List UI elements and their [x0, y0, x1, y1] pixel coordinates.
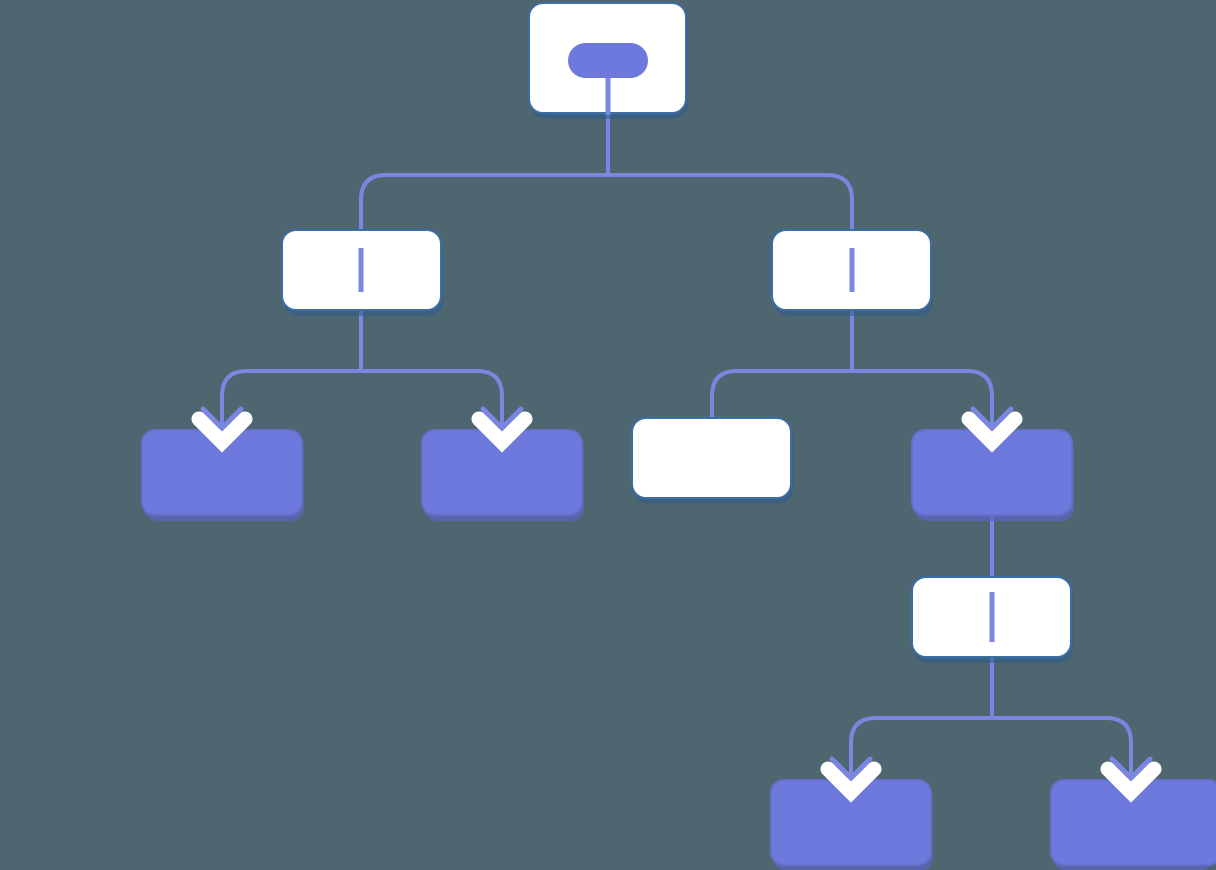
- level2-node-c-body[interactable]: [631, 417, 792, 499]
- edge-level3-to-level4-left: [849, 657, 994, 782]
- node-layer: [141, 2, 1216, 866]
- arrow-marker-level4-right: [1100, 756, 1162, 803]
- arrow-marker-node-d: [961, 406, 1023, 453]
- node-inner-line-layer: [358, 78, 995, 642]
- root-node-pill: [568, 43, 648, 78]
- edge-root-to-level1-left: [359, 113, 610, 232]
- edge-level1-right-to-node-d: [850, 310, 994, 432]
- connector-layer: [220, 113, 1133, 782]
- edge-root-to-level1-right: [606, 113, 854, 232]
- arrow-marker-layer: [191, 406, 1162, 803]
- edge-level1-left-to-node-a: [220, 310, 363, 432]
- arrow-marker-node-b: [471, 406, 533, 453]
- edge-level1-right-to-node-c: [710, 310, 854, 420]
- level2-node-c[interactable]: [631, 417, 792, 499]
- root-node[interactable]: [528, 2, 687, 114]
- arrow-marker-level4-left: [820, 756, 882, 803]
- edge-level3-to-level4-right: [990, 657, 1133, 782]
- arrow-marker-node-a: [191, 406, 253, 453]
- edge-level1-left-to-node-b: [359, 310, 504, 432]
